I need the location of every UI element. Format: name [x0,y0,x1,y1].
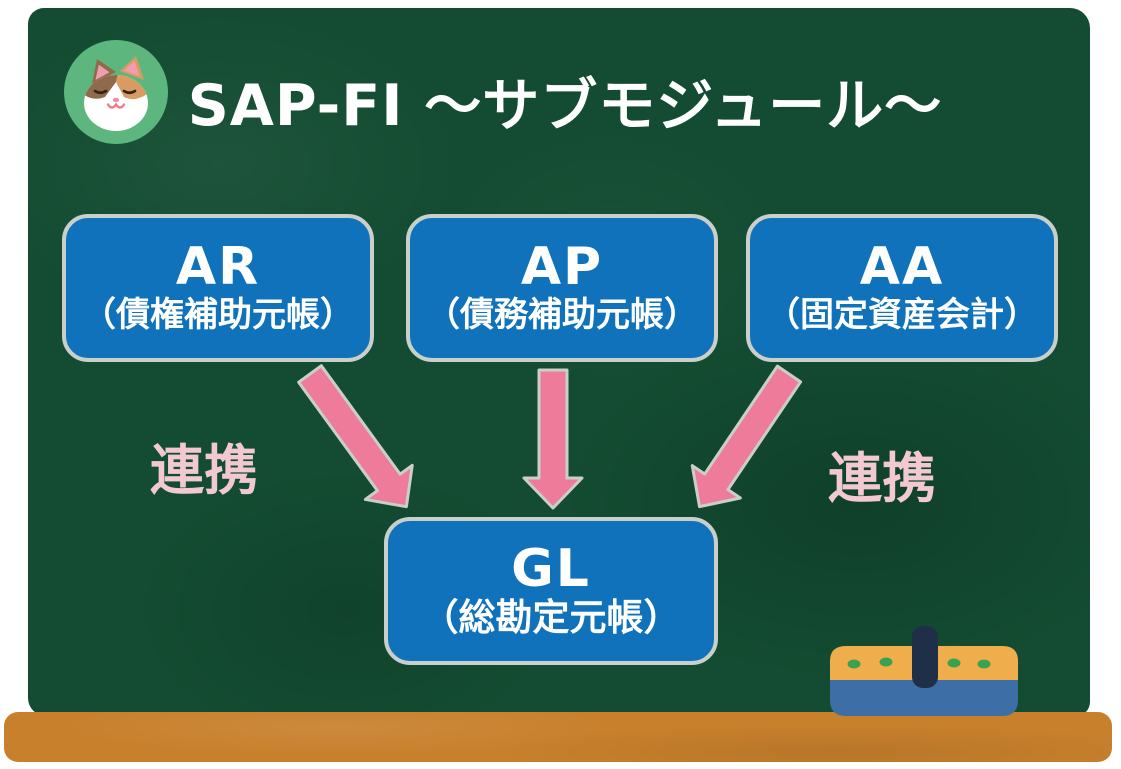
module-code: GL [511,538,591,599]
page-title: SAP-FI ～サブモジュール～ [187,73,943,139]
module-name: （債務補助元帳） [426,294,698,335]
module-code: AA [859,237,945,298]
module-code: AR [175,237,261,298]
module-box-gl: GL （総勘定元帳） [384,517,718,665]
chalk-tray [4,712,1112,762]
module-box-aa: AA （固定資産会計） [746,214,1058,362]
module-name: （固定資産会計） [766,294,1038,335]
chalkboard [28,8,1090,716]
module-name: （債権補助元帳） [82,294,354,335]
label-renkei-right: 連携 [828,447,936,510]
module-name: （総勘定元帳） [421,596,681,640]
cat-avatar-icon [64,40,168,144]
module-box-ap: AP （債務補助元帳） [406,214,718,362]
module-code: AP [520,237,604,298]
label-renkei-left: 連携 [150,439,258,502]
module-box-ar: AR （債権補助元帳） [62,214,374,362]
blackboard-eraser-icon [830,626,1018,716]
